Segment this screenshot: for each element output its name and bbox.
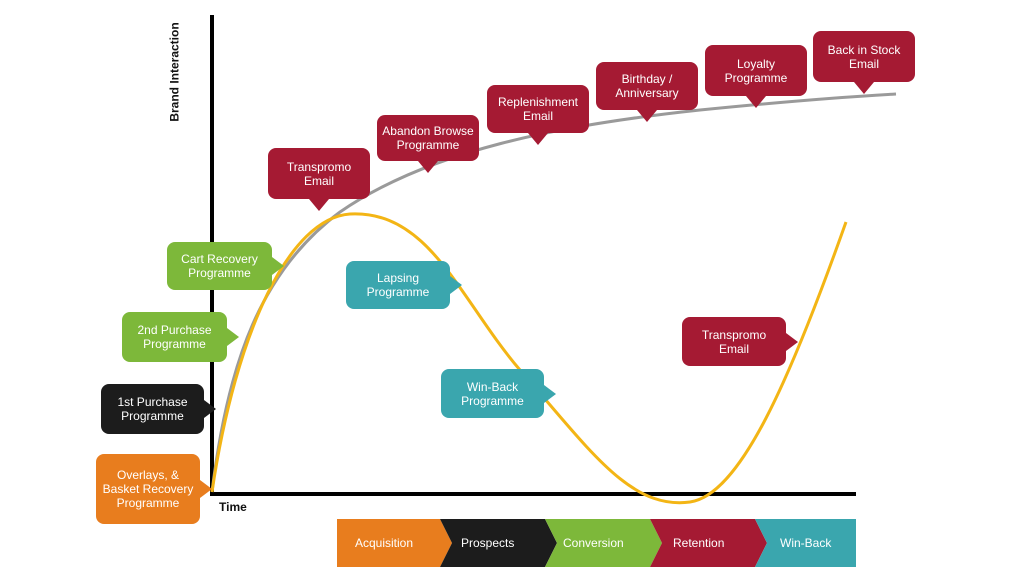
- callout-win-back-programme: Win-Back Programme: [441, 369, 556, 418]
- callout-loyalty: Loyalty Programme: [705, 45, 807, 108]
- stage-prospects: Prospects: [461, 536, 515, 550]
- callout-replenishment: Replenishment Email: [487, 85, 589, 145]
- callout-second-purchase: 2nd Purchase Programme: [122, 312, 239, 362]
- stage-arrow-acquisition: [337, 519, 452, 567]
- callout-cart-recovery: Cart Recovery Programme: [167, 242, 284, 290]
- callout-transpromo-top: Transpromo Email: [268, 148, 370, 211]
- stage-arrow-conversion: [545, 519, 662, 567]
- callout-overlays-basket-recovery: Overlays, & Basket Recovery Programme: [96, 454, 212, 524]
- callout-transpromo-right: Transpromo Email: [682, 317, 798, 366]
- stage-win-back: Win-Back: [780, 536, 832, 550]
- stage-arrow-win-back: [755, 519, 856, 567]
- stage-acquisition: Acquisition: [355, 536, 414, 550]
- stage-retention: Retention: [673, 536, 725, 550]
- stage-arrow-retention: [650, 519, 767, 567]
- x-axis-label: Time: [219, 500, 247, 514]
- stage-arrow-prospects: [440, 519, 557, 567]
- callout-abandon-browse: Abandon Browse Programme: [377, 115, 479, 173]
- callout-lapsing: Lapsing Programme: [346, 261, 462, 309]
- stage-conversion: Conversion: [563, 536, 624, 550]
- callout-birthday-anniversary: Birthday / Anniversary: [596, 62, 698, 122]
- callout-first-purchase: 1st Purchase Programme: [101, 384, 216, 434]
- callout-back-in-stock: Back in Stock Email: [813, 31, 915, 94]
